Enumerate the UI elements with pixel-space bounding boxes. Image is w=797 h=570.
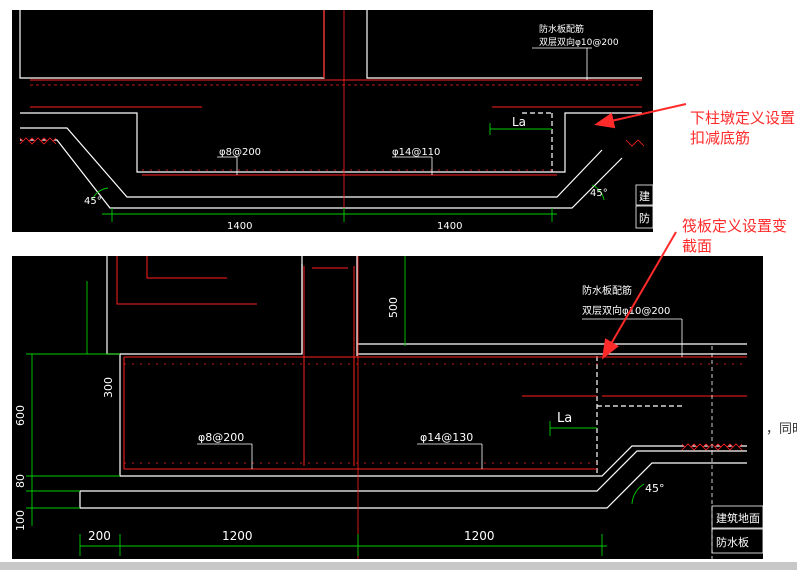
bottom-dim-200: 200 [88, 529, 111, 543]
top-dimension [91, 123, 605, 222]
top-rebar-right-label: φ14@110 [392, 147, 440, 158]
bottom-angle-label: 45° [645, 482, 665, 495]
side-text: ，同时 [766, 422, 797, 437]
bottom-dim-80: 80 [14, 474, 27, 488]
bottom-rebar-left-label: φ8@200 [198, 431, 244, 444]
bottom-anchor-label: La [557, 411, 572, 426]
bottom-side-label1: 建筑地面 [716, 511, 760, 525]
top-angle-right: 45° [590, 188, 608, 199]
bottom-rebar-right-label: φ14@130 [420, 431, 473, 444]
top-column-outline [19, 10, 642, 79]
top-angle-left: 45° [84, 196, 102, 207]
callout-top-text: 下柱墩定义设置扣减底筋 [690, 109, 796, 147]
top-dim-left: 1400 [227, 221, 252, 232]
callout-bottom-text: 筏板定义设置变截面 [682, 217, 788, 255]
top-slab-outline [20, 112, 642, 209]
top-hatch [19, 137, 645, 147]
bottom-column-rebar [116, 256, 355, 466]
bottom-strip [0, 562, 797, 570]
bottom-dim-600: 600 [14, 405, 27, 426]
top-note-line2: 双层双向φ10@200 [539, 36, 619, 48]
top-rebar-left-label: φ8@200 [219, 147, 261, 158]
top-leaders [217, 47, 592, 175]
bottom-leaders [197, 318, 683, 469]
bottom-dim-1200-right: 1200 [464, 529, 495, 543]
top-anchor-label: La [512, 115, 526, 129]
top-rebar-bottom [142, 169, 557, 176]
top-note-line1: 防水板配筋 [539, 23, 584, 35]
top-dim-right: 1400 [437, 221, 462, 232]
bottom-side-label2: 防水板 [716, 535, 749, 549]
bottom-dimensions [26, 256, 645, 556]
bottom-dim-500: 500 [387, 297, 400, 318]
bottom-slab-outline [79, 354, 747, 509]
top-side-label2: 防 [639, 211, 650, 225]
top-drawing-svg: 防水板配筋 双层双向φ10@200 φ8@200 φ14@110 La 45° … [19, 10, 654, 232]
bottom-drawing-svg: 防水板配筋 双层双向φ10@200 φ8@200 φ14@130 La 45° … [14, 256, 764, 559]
bottom-dim-300: 300 [102, 377, 115, 398]
bottom-dim-100: 100 [14, 510, 27, 531]
top-cad-drawing: 防水板配筋 双层双向φ10@200 φ8@200 φ14@110 La 45° … [12, 10, 654, 232]
bottom-cad-drawing: 防水板配筋 双层双向φ10@200 φ8@200 φ14@130 La 45° … [12, 256, 764, 559]
bottom-dim-1200-left: 1200 [222, 529, 253, 543]
top-rebar-upper [30, 79, 642, 108]
bottom-note-line1: 防水板配筋 [582, 284, 632, 297]
top-side-label1: 建 [639, 189, 650, 203]
bottom-slab-rebar [123, 356, 747, 470]
bottom-note-line2: 双层双向φ10@200 [582, 304, 670, 317]
